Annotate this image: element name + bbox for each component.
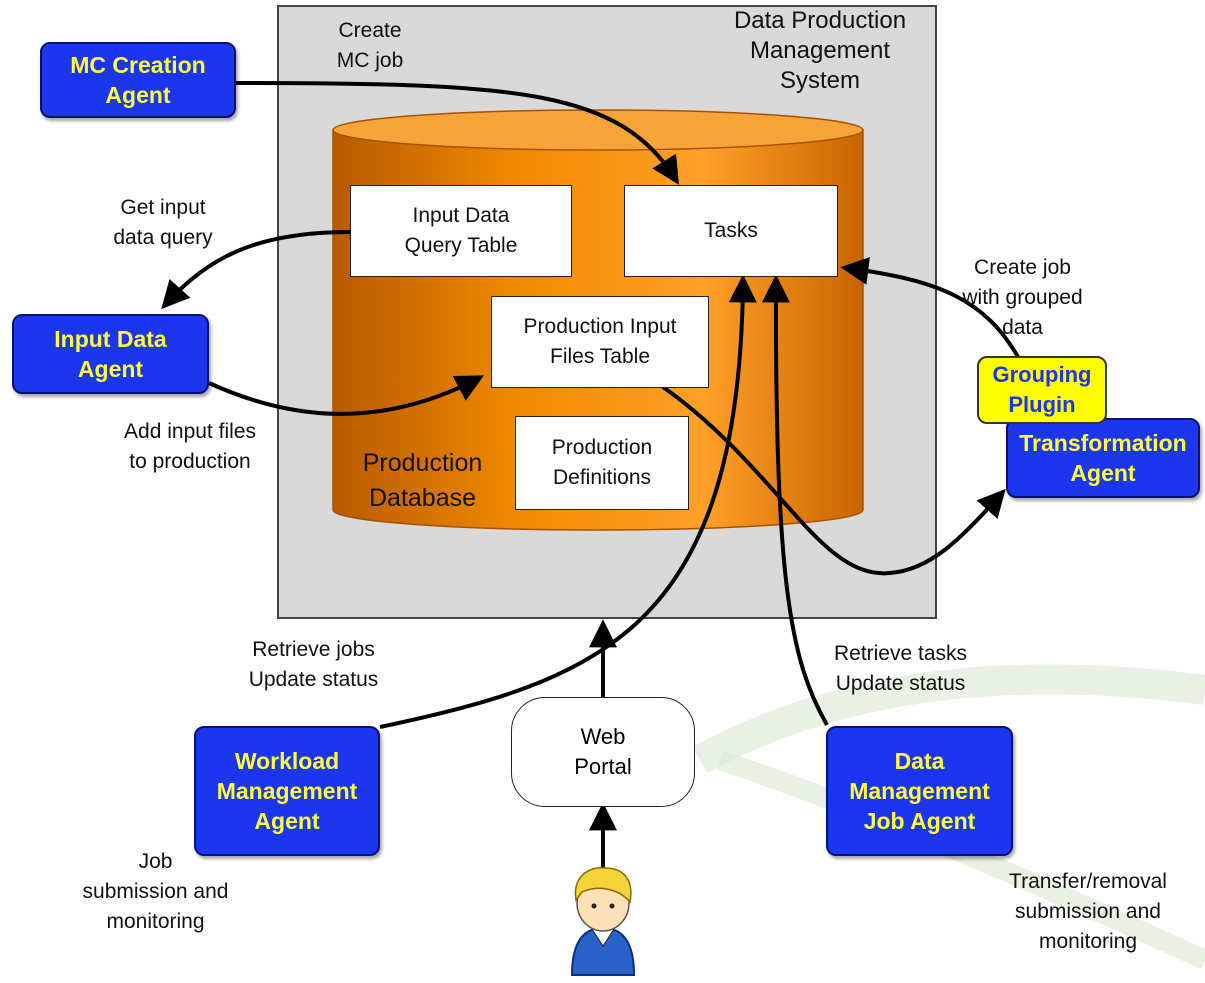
production-definitions-table: Production Definitions [515,416,689,510]
label-retrieve-jobs: Retrieve jobs Update status [248,638,379,691]
system-title: Data Production Management System [733,7,907,94]
arrow-add-input-files [208,375,484,416]
arrow-create-mc-job [235,81,679,185]
arrow-create-job-grouped [840,256,1020,359]
mc-creation-agent: MC Creation Agent [40,42,236,118]
label-job-submission: Job submission and monitoring [82,850,229,933]
arrow-get-input-query [161,230,351,310]
user-icon [570,867,636,976]
label-create-job-grouped: Create job with grouped data [962,256,1083,339]
workload-management-agent: Workload Management Agent [194,726,380,856]
label-add-input-files: Add input files to production [124,420,256,473]
label-create-mc-job: Create MC job [336,19,404,72]
input-data-query-table: Input Data Query Table [350,185,572,277]
tasks-table: Tasks [624,185,838,277]
arrow-input-files-to-transformation [661,385,1006,576]
database-label: Production Database [362,449,483,512]
grouping-plugin: Grouping Plugin [977,356,1107,424]
web-portal: Web Portal [511,697,695,807]
arrow-workload-to-tasks [379,274,757,729]
label-transfer-removal: Transfer/removal submission and monitori… [1009,870,1167,953]
production-input-files-table: Production Input Files Table [491,296,709,388]
data-management-job-agent: Data Management Job Agent [826,726,1013,856]
input-data-agent: Input Data Agent [12,314,209,394]
label-retrieve-tasks: Retrieve tasks Update status [833,642,968,695]
arrow-datamgmt-to-tasks [761,274,829,726]
transformation-agent: Transformation Agent [1006,418,1200,498]
label-get-input-query: Get input data query [113,196,213,249]
